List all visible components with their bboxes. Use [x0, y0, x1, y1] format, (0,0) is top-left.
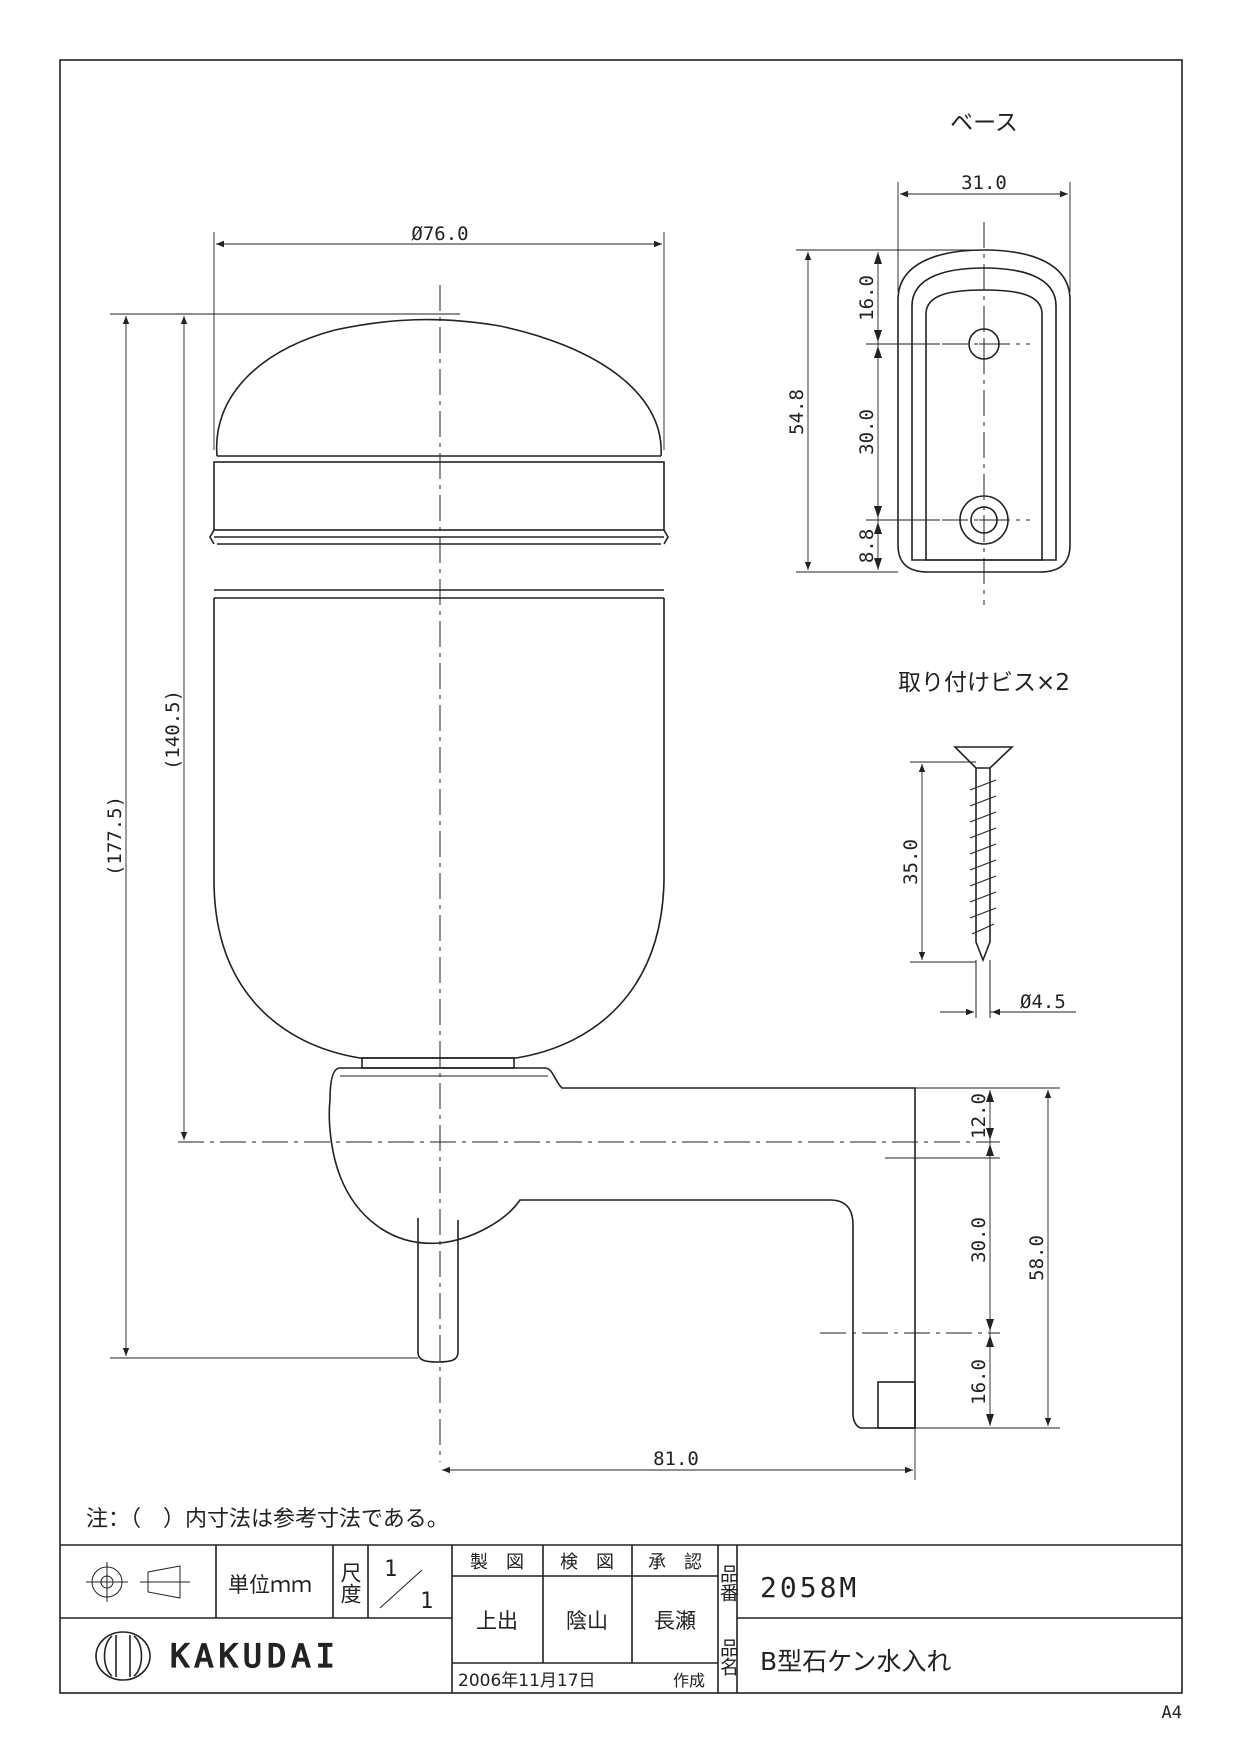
- base-dim-width: 31.0: [961, 172, 1007, 194]
- dim-body-height: (140.5): [162, 690, 184, 770]
- third-angle-projection-icon: [86, 1562, 190, 1602]
- dispenser-spout: [328, 1067, 916, 1429]
- base-view-title: ベース: [950, 110, 1018, 136]
- drawn-by: 上出: [476, 1609, 518, 1633]
- screw-dim-diameter: Ø4.5: [1020, 991, 1066, 1013]
- part-name: B型石ケン水入れ: [760, 1647, 951, 1676]
- part-name-label: 品名: [717, 1638, 739, 1676]
- kakudai-logo: [95, 1631, 151, 1681]
- drawing-date: 2006年11月17日: [458, 1671, 596, 1691]
- base-plate: [897, 222, 1071, 605]
- screw-view-title: 取り付けビス×2: [898, 670, 1070, 696]
- scale-numerator: 1: [384, 1557, 397, 1582]
- approved-by: 長瀬: [654, 1609, 696, 1633]
- dim-overall-height: (177.5): [104, 796, 126, 876]
- company-name: KAKUDAI: [170, 1637, 340, 1675]
- checked-by: 陰山: [566, 1609, 608, 1633]
- reference-note: 注：（ ）内寸法は参考寸法である。: [86, 1507, 449, 1532]
- scale-denominator: 1: [420, 1589, 433, 1614]
- base-dim-height: 54.8: [786, 389, 808, 435]
- base-dim-top: 16.0: [856, 275, 878, 321]
- base-dim-pitch: 30.0: [856, 409, 878, 455]
- approved-label: 承 認: [648, 1552, 702, 1573]
- checked-label: 検 図: [560, 1552, 614, 1573]
- dim-spout-c: 16.0: [968, 1359, 990, 1405]
- dim-spout-b: 30.0: [968, 1217, 990, 1263]
- sheet-border: [59, 59, 1183, 1694]
- drawn-label: 製 図: [470, 1552, 524, 1573]
- base-dim-bottom: 8.8: [856, 529, 878, 563]
- part-no-label: 品番: [717, 1564, 739, 1602]
- dim-spout-a: 12.0: [968, 1093, 990, 1139]
- drawing-date-suffix: 作成: [673, 1671, 705, 1690]
- dim-spout-total: 58.0: [1026, 1235, 1048, 1281]
- dim-spout-length: 81.0: [653, 1448, 699, 1470]
- dispenser-main-view: [110, 232, 1060, 1480]
- part-no: 2058M: [760, 1571, 859, 1604]
- dispenser-nozzle: [417, 1218, 459, 1363]
- dispenser-body: [213, 598, 665, 1059]
- scale-label: 尺度: [338, 1562, 362, 1604]
- dim-diameter: Ø76.0: [411, 223, 468, 245]
- dispenser-cap: [215, 318, 662, 457]
- screw: [953, 746, 1014, 1018]
- sheet-size: A4: [1162, 1703, 1182, 1723]
- screw-dim-length: 35.0: [900, 839, 922, 885]
- unit-label: 単位ｍｍ: [228, 1573, 312, 1597]
- title-block: [60, 1544, 1182, 1693]
